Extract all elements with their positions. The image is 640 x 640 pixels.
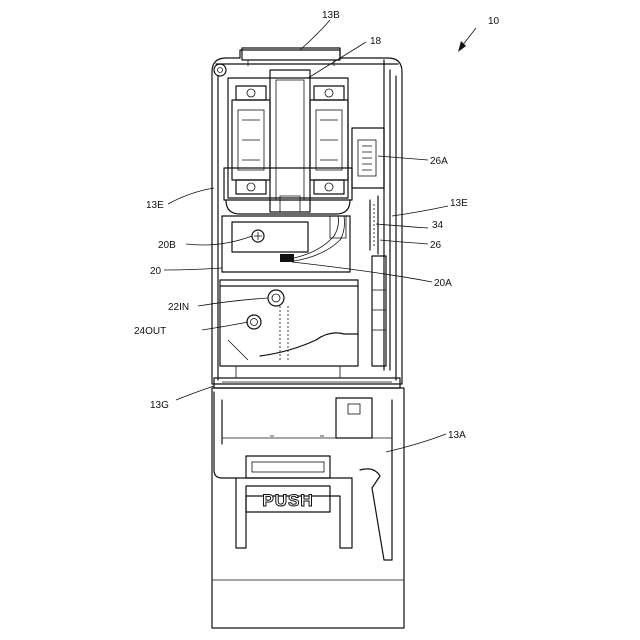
label-13G: 13G xyxy=(150,400,169,411)
hinge-strip xyxy=(214,378,400,388)
label-13E-right: 13E xyxy=(450,198,468,209)
label-26: 26 xyxy=(430,240,442,251)
leader-lines xyxy=(164,20,476,452)
top-cap xyxy=(242,48,340,66)
label-20: 20 xyxy=(150,266,162,277)
reference-labels: 10 13B 18 26A 13E 13E 34 20B 26 20 20A 2… xyxy=(134,10,500,441)
label-24OUT: 24OUT xyxy=(134,326,166,337)
inlet-22IN xyxy=(268,290,284,306)
outlet-24OUT xyxy=(247,315,261,329)
label-20A: 20A xyxy=(434,278,452,289)
push-label: PUSH xyxy=(262,491,313,510)
label-26A: 26A xyxy=(430,156,448,167)
upper-mechanism xyxy=(224,70,352,214)
label-22IN: 22IN xyxy=(168,302,189,313)
label-10: 10 xyxy=(488,16,500,27)
label-20B: 20B xyxy=(158,240,176,251)
label-18: 18 xyxy=(370,36,382,47)
valve-block xyxy=(220,280,358,378)
label-34: 34 xyxy=(432,220,444,231)
label-13B: 13B xyxy=(322,10,340,21)
label-13E-left: 13E xyxy=(146,200,164,211)
connector-20A xyxy=(280,254,294,262)
label-13A: 13A xyxy=(448,430,466,441)
middle-assembly xyxy=(222,216,350,272)
screw-top-left xyxy=(214,64,226,76)
